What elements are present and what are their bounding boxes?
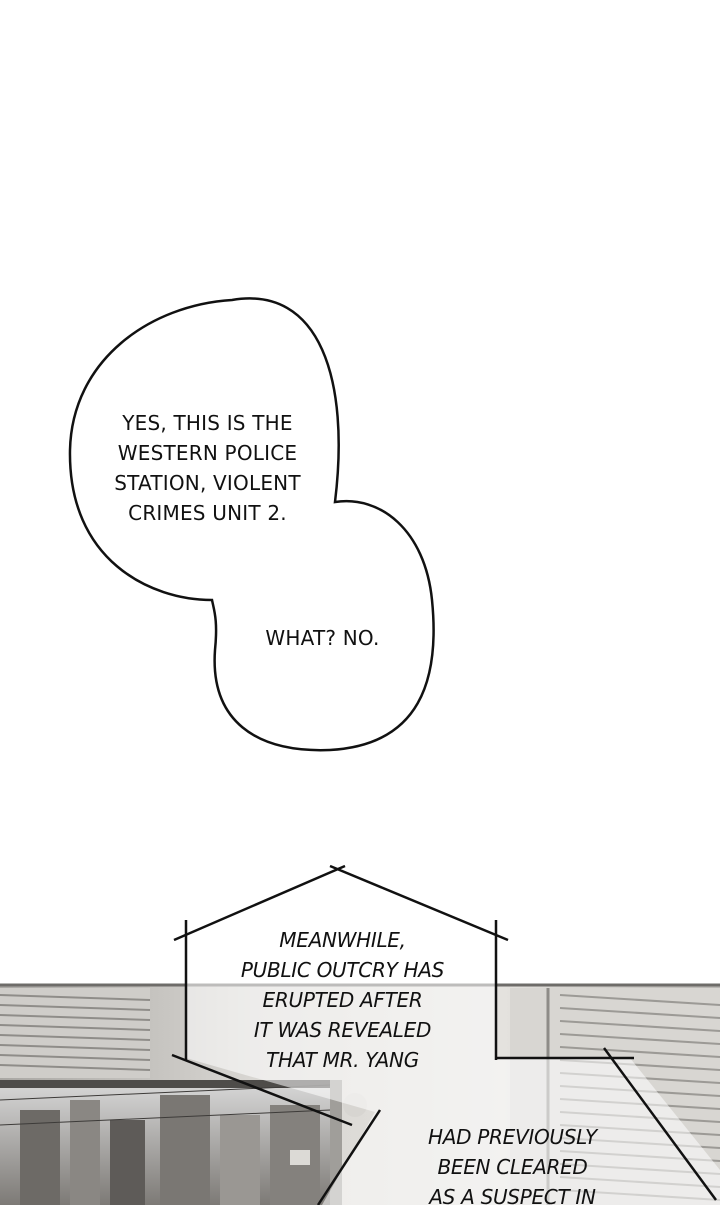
narration-text-upper: MEANWHILE, PUBLIC OUTCRY HAS ERUPTED AFT…	[200, 925, 485, 1075]
speech-bubble-text-top: YES, THIS IS THE WESTERN POLICE STATION,…	[90, 408, 325, 528]
narration-line: MEANWHILE,	[279, 928, 406, 952]
speech-line: YES, THIS IS THE	[122, 411, 293, 435]
narration-line: BEEN CLEARED	[437, 1155, 588, 1179]
left-window-street-view	[0, 1080, 331, 1205]
speech-bubble	[68, 297, 435, 752]
narration-panel-fill	[186, 870, 720, 1205]
narration-line: HAD PREVIOUSLY	[428, 1125, 597, 1149]
narration-line: AS A SUSPECT IN	[429, 1185, 596, 1205]
narration-text-lower: HAD PREVIOUSLY BEEN CLEARED AS A SUSPECT…	[400, 1122, 625, 1205]
narration-line: ERUPTED AFTER	[262, 988, 423, 1012]
left-window-blinds	[0, 988, 151, 1078]
narration-line: PUBLIC OUTCRY HAS	[240, 958, 445, 982]
speech-line: WESTERN POLICE	[117, 441, 298, 465]
speech-line: WHAT? NO.	[265, 626, 380, 650]
speech-line: CRIMES UNIT 2.	[128, 501, 287, 525]
narration-line: THAT MR. YANG	[266, 1048, 419, 1072]
narration-frame	[171, 864, 718, 1205]
speech-line: STATION, VIOLENT	[114, 471, 301, 495]
narration-line: IT WAS REVEALED	[253, 1018, 432, 1042]
speech-bubble-text-bottom: WHAT? NO.	[230, 623, 415, 653]
